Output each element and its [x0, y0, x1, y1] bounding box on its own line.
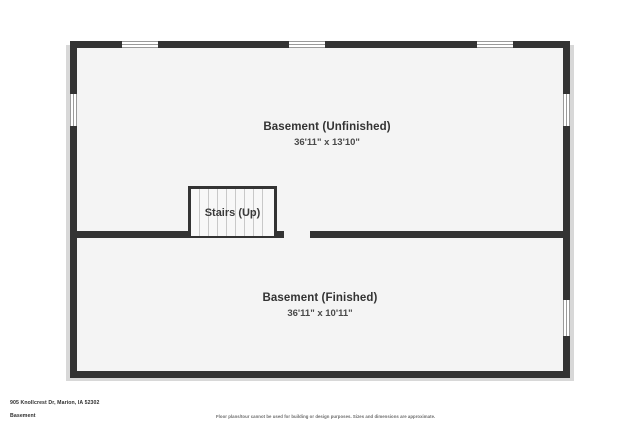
window-top-right [477, 41, 513, 48]
floor-plan-footer: 905 Knollcrest Dr, Marion, IA 52302 Base… [0, 393, 640, 427]
window-right-lower [563, 300, 570, 336]
window-left-upper [70, 94, 77, 126]
stairs-feature: Stairs (Up) [188, 186, 277, 236]
floor-plan-drawing: Stairs (Up) Basement (Unfinished) 36'11"… [66, 41, 574, 381]
room-label-basement-unfinished: Basement (Unfinished) 36'11" x 13'10" [207, 121, 447, 148]
stair-tread [226, 189, 227, 236]
room-fill-finished [76, 237, 564, 373]
stair-tread [253, 189, 254, 236]
stair-tread [262, 189, 263, 236]
disclaimer-text: Floor plans/tour cannot be used for buil… [216, 414, 436, 419]
stair-tread [235, 189, 236, 236]
stairs-label: Stairs (Up) [204, 206, 261, 219]
interior-wall-divider [70, 231, 570, 238]
room-name: Basement (Finished) [262, 292, 378, 304]
exterior-wall-left [70, 41, 77, 378]
stair-tread [208, 189, 209, 236]
wall-shadow-right [570, 45, 574, 381]
stairs-treads [191, 189, 274, 236]
floor-level-label: Basement [10, 413, 36, 419]
room-label-basement-finished: Basement (Finished) 36'11" x 10'11" [200, 292, 440, 319]
window-top-center [289, 41, 325, 48]
window-top-left [122, 41, 158, 48]
room-dimensions: 36'11" x 13'10" [294, 137, 360, 148]
doorway-opening-divider [284, 231, 310, 238]
window-right-upper [563, 94, 570, 126]
room-name: Basement (Unfinished) [263, 121, 391, 133]
exterior-wall-bottom [70, 371, 570, 378]
wall-shadow-bottom [66, 377, 574, 381]
room-fill-unfinished [76, 47, 564, 232]
stair-tread [199, 189, 200, 236]
stair-tread [244, 189, 245, 236]
property-address: 905 Knollcrest Dr, Marion, IA 52302 [10, 400, 100, 406]
room-dimensions: 36'11" x 10'11" [287, 308, 353, 319]
wall-shadow-left [66, 45, 70, 381]
stair-tread [217, 189, 218, 236]
exterior-wall-right [563, 41, 570, 378]
